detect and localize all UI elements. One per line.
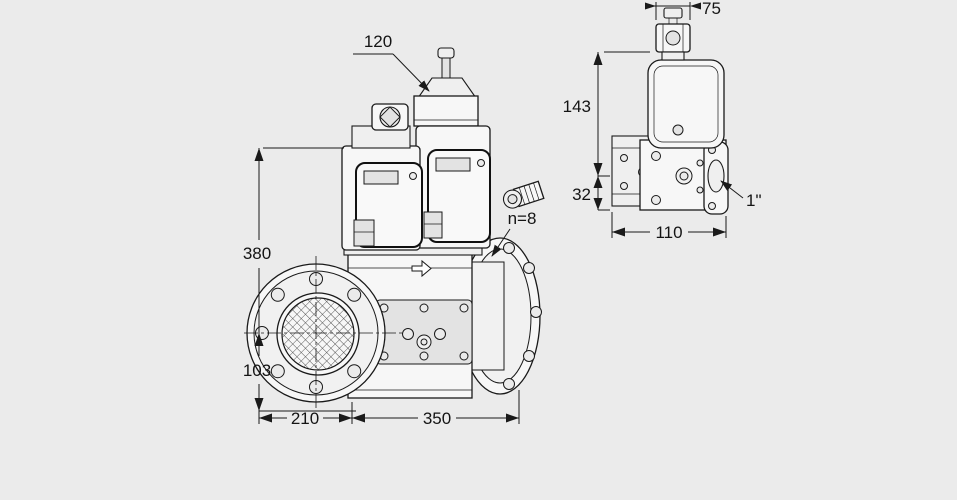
dim-side-top-label: 75: [702, 0, 721, 18]
strainer-mesh: [281, 297, 355, 371]
right-solenoid: [413, 47, 491, 249]
front-plate: [375, 299, 473, 365]
side-solenoid-coil: [647, 59, 725, 149]
side-top-fitting: [655, 7, 691, 61]
main-view: 120 380 103 210 350: [243, 32, 545, 428]
dim-side-width-label: 110: [655, 223, 682, 242]
dim-main-length-label: 350: [423, 409, 451, 428]
dim-side-lower-label: 32: [572, 185, 591, 204]
dimensions-main-view: 120 380 103 210 350: [243, 32, 537, 428]
side-view: 75 143 32 110 1": [563, 0, 762, 242]
dim-side-height-label: 143: [563, 97, 591, 116]
port-size-label: 1": [746, 191, 762, 210]
bolt-count-label: n=8: [508, 209, 537, 228]
dim-main-bottom-left-label: 210: [291, 409, 319, 428]
pressure-tap-fitting: [502, 180, 545, 209]
left-solenoid: [341, 103, 423, 251]
dimensions-side-view: 75 143 32 110 1": [563, 0, 762, 242]
side-pipe-flange: [703, 141, 729, 215]
dim-main-top-label: 120: [364, 32, 392, 51]
flow-direction-icon: [411, 259, 432, 278]
dim-main-height-label: 380: [243, 244, 271, 263]
dim-main-axis-height-label: 103: [243, 361, 271, 380]
